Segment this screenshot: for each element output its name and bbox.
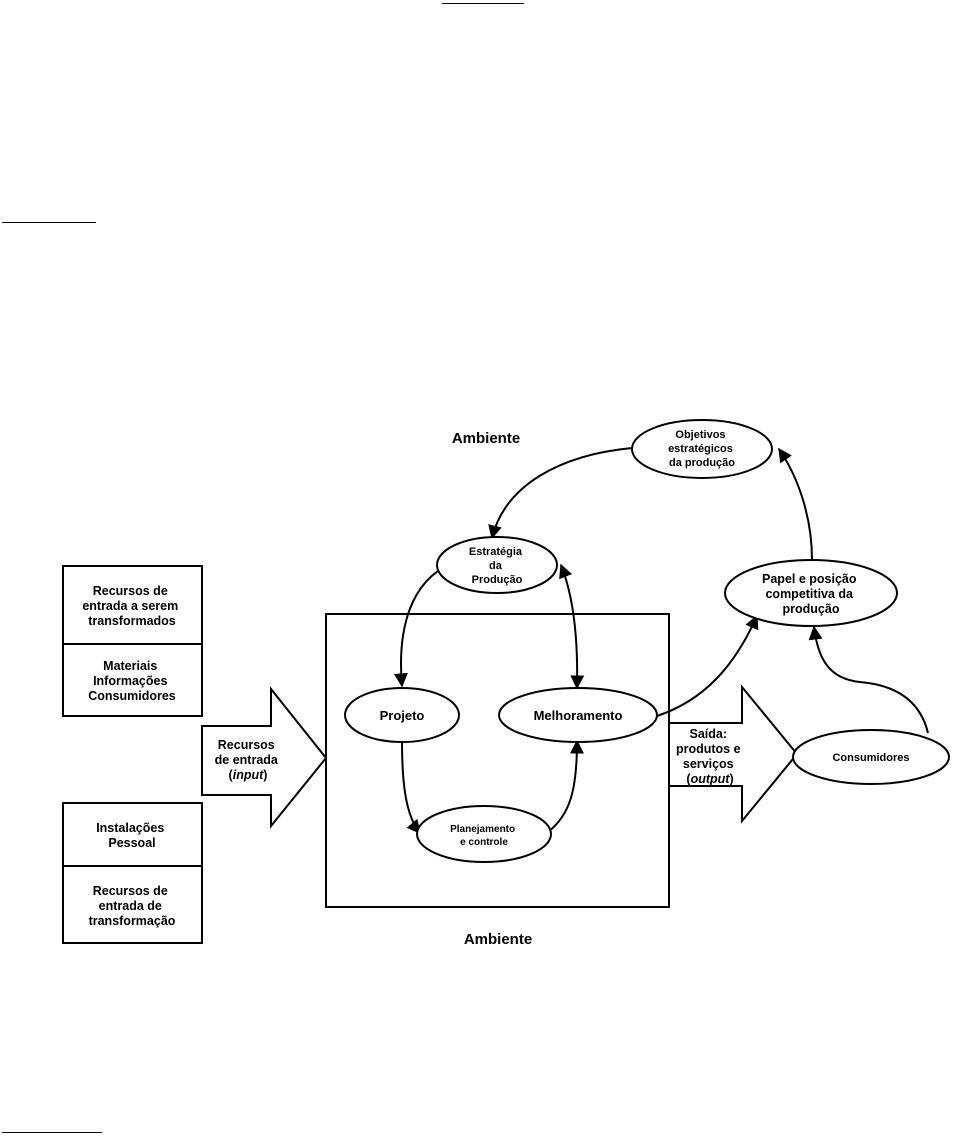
objetivos-label: Objetivos estratégicos da produção xyxy=(668,429,736,469)
ambiente-bottom-label: Ambiente xyxy=(464,931,532,948)
estrategia-label: Estratégia da Produção xyxy=(469,546,525,586)
consumidores-to-papel-arrow xyxy=(808,625,929,734)
objetivos-to-estrategia-arrow xyxy=(488,447,633,540)
projeto-label: Projeto xyxy=(380,708,425,723)
operation-box xyxy=(325,613,670,908)
melhoramento-node xyxy=(498,687,658,743)
planejamento-to-melhoramento-arrow xyxy=(547,739,584,833)
consumidores-node xyxy=(792,729,950,785)
top-underline xyxy=(442,3,524,4)
estrategia-to-projeto-arrow xyxy=(393,566,445,688)
projeto-node xyxy=(344,687,460,743)
transformed-resources-list: Materiais Informações Consumidores xyxy=(88,659,176,703)
melhoramento-to-papel-arrow xyxy=(656,614,759,717)
papel-to-objetivos-arrow xyxy=(778,447,813,561)
papel-node xyxy=(724,559,898,627)
output-arrow-label: Saída: produtos e serviços (output) xyxy=(676,727,744,786)
planejamento-node xyxy=(416,805,552,863)
transformed-resources-box xyxy=(62,565,203,717)
ambiente-top-label: Ambiente xyxy=(452,430,520,447)
transforming-resources-box xyxy=(62,802,203,944)
left-underline-lower xyxy=(2,1132,102,1133)
transforming-resources-list: Instalações Pessoal xyxy=(96,821,168,850)
input-arrow xyxy=(201,686,328,829)
transformed-resources-title: Recursos de entrada a serem transformado… xyxy=(82,584,181,628)
transforming-resources-title: Recursos de entrada de transformação xyxy=(89,884,176,928)
input-arrow-label: Recursos de entrada (input) xyxy=(215,738,282,782)
estrategia-node xyxy=(436,536,558,594)
projeto-to-planejamento-arrow xyxy=(401,740,421,835)
output-arrow xyxy=(668,684,799,824)
estrategia-melhoramento-arrow xyxy=(559,563,585,690)
papel-label: Papel e posição competitiva da produção xyxy=(762,572,860,616)
consumidores-label: Consumidores xyxy=(832,752,909,764)
melhoramento-label: Melhoramento xyxy=(534,708,623,723)
left-underline-upper xyxy=(2,222,96,223)
planejamento-label: Planejamento e controle xyxy=(450,824,518,848)
objetivos-node xyxy=(631,419,773,479)
